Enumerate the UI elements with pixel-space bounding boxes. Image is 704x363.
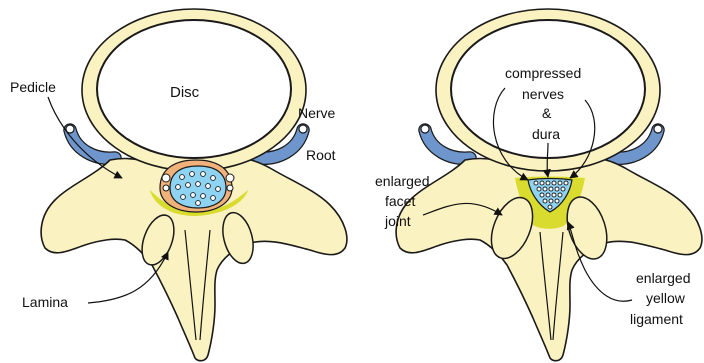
facet-label-line2: facet: [385, 193, 415, 209]
normal-vertebra: Disc Pedicle Nerve Root Lamina: [10, 9, 347, 361]
lamina-label: Lamina: [22, 294, 68, 310]
ligament-label-line1: enlarged: [636, 270, 691, 286]
ligament-label-line3: ligament: [630, 311, 683, 327]
compressed-label-line2: nerves: [522, 86, 564, 102]
compressed-label-line4: dura: [532, 126, 560, 142]
ligament-label-line2: yellow: [646, 290, 686, 306]
compressed-label-line3: &: [542, 105, 552, 121]
nerve-label: Nerve: [298, 105, 336, 121]
disc-label: Disc: [170, 84, 200, 101]
pedicle-label: Pedicle: [10, 79, 56, 95]
facet-label-line3: joint: [384, 213, 411, 229]
stenotic-vertebra: compressed nerves & dura enlarged facet …: [375, 9, 702, 361]
compressed-label-line1: compressed: [505, 65, 581, 81]
root-label: Root: [306, 147, 336, 163]
facet-label-line1: enlarged: [375, 173, 430, 189]
